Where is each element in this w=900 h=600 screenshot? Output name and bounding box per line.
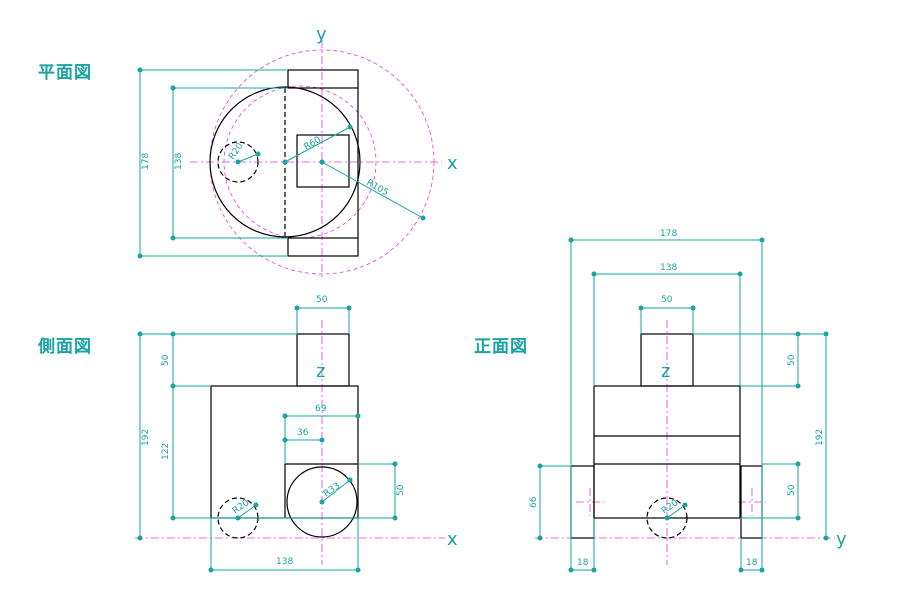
plan-dim-178-text: 178	[141, 153, 151, 170]
side-dim-36-text: 36	[297, 428, 309, 438]
side-r33-leader	[321, 479, 351, 503]
plan-dim-dot	[137, 67, 143, 73]
plan-view: y x 178 138 R60 R105	[137, 24, 458, 280]
side-dim-dot	[346, 305, 352, 311]
front-dim-dot	[738, 567, 744, 573]
side-dim-dot	[170, 515, 176, 521]
side-view-title: 側面図	[38, 337, 92, 357]
side-dim-50-left-text: 50	[161, 354, 171, 366]
side-dim-dot	[282, 413, 288, 419]
front-dim-dot	[690, 305, 696, 311]
plan-dim-dot	[282, 159, 288, 165]
side-dim-dot	[253, 502, 259, 508]
side-dim-dot	[208, 567, 214, 573]
side-dim-dot	[355, 567, 361, 573]
side-dim-50-top-text: 50	[316, 295, 328, 305]
side-dim-dot	[137, 331, 143, 337]
front-dim-dot	[568, 567, 574, 573]
front-dim-178-text: 178	[660, 229, 677, 239]
plan-dim-dot	[170, 85, 176, 91]
plan-dim-dot	[319, 159, 325, 165]
plan-bottom-block	[287, 237, 359, 257]
side-dim-192-text: 192	[141, 429, 151, 446]
side-dim-dot	[319, 437, 325, 443]
side-r20-leader	[237, 504, 257, 519]
plan-body-circle	[209, 86, 361, 238]
front-dim-dot	[759, 567, 765, 573]
plan-r20-text: R20	[227, 141, 246, 161]
plan-dim-138-text: 138	[174, 153, 184, 170]
side-r33-text: R33	[322, 481, 342, 499]
plan-r105-leader	[321, 161, 424, 219]
side-z-axis-label: z	[316, 361, 325, 382]
plan-x-axis-label: x	[447, 153, 458, 174]
front-dim-dot	[795, 515, 801, 521]
side-large-wheel	[286, 466, 358, 538]
side-view: z x 50 192 50 122	[135, 295, 458, 573]
side-dim-dot	[319, 499, 325, 505]
side-dim-dot	[294, 305, 300, 311]
side-dim-122-text: 122	[161, 443, 171, 460]
front-dim-50-right-text: 50	[787, 354, 797, 366]
side-dim-69-text: 69	[315, 404, 327, 414]
side-x-axis-label: x	[447, 529, 458, 550]
front-dim-dot	[537, 535, 543, 541]
plan-r60-text: R60	[303, 135, 324, 153]
front-dim-138-text: 138	[660, 263, 677, 273]
front-z-axis-label: z	[661, 361, 670, 382]
plan-dim-dot	[137, 253, 143, 259]
plan-dim-dot	[235, 159, 241, 165]
plan-dim-dot	[255, 151, 261, 157]
plan-r20-leader	[237, 153, 259, 163]
plan-dim-dot	[420, 215, 426, 221]
front-dim-dot	[795, 461, 801, 467]
side-dim-dot	[170, 331, 176, 337]
plan-center-square	[296, 134, 350, 188]
front-dim-dot	[795, 383, 801, 389]
front-dim-dot	[638, 305, 644, 311]
plan-dim-dot	[347, 124, 353, 130]
front-view-title: 正面図	[474, 337, 528, 357]
front-dim-dot	[823, 535, 829, 541]
front-dim-50-top-text: 50	[661, 295, 673, 305]
front-dim-18-right-text: 18	[746, 558, 758, 568]
side-dim-50-right-text: 50	[396, 484, 406, 496]
side-dim-dot	[392, 515, 398, 521]
front-dim-dot	[664, 515, 670, 521]
front-dim-dot	[823, 331, 829, 337]
front-dim-dot	[591, 271, 597, 277]
front-dim-dot	[737, 271, 743, 277]
front-dim-dot	[795, 331, 801, 337]
front-dim-66-text: 66	[529, 496, 539, 508]
front-dim-dot	[537, 463, 543, 469]
side-dim-138-text: 138	[276, 557, 293, 567]
side-dim-dot	[355, 413, 361, 419]
plan-r105-text: R105	[365, 178, 390, 198]
side-dim-dot	[392, 461, 398, 467]
front-dim-dot	[759, 237, 765, 243]
plan-y-axis-label: y	[316, 24, 327, 45]
plan-dim-dot	[170, 235, 176, 241]
front-dim-18-left-text: 18	[577, 558, 589, 568]
front-dim-50-lower-text: 50	[787, 484, 797, 496]
front-dim-dot	[568, 237, 574, 243]
front-small-hidden-wheel	[646, 497, 688, 539]
plan-top-block	[287, 69, 359, 89]
front-r20-leader	[666, 504, 686, 519]
plan-r60-leader	[284, 126, 351, 163]
front-dim-dot	[682, 502, 688, 508]
side-dim-dot	[137, 535, 143, 541]
side-dim-dot	[347, 477, 353, 483]
plan-view-title: 平面図	[38, 63, 92, 83]
front-view: z y 178 138 50 50	[529, 229, 847, 573]
front-y-axis-label: y	[836, 529, 847, 550]
side-dim-dot	[235, 515, 241, 521]
side-dim-dot	[282, 437, 288, 443]
front-dim-dot	[591, 567, 597, 573]
plan-small-hidden-circle	[217, 141, 259, 183]
front-dim-192-text: 192	[815, 429, 825, 446]
